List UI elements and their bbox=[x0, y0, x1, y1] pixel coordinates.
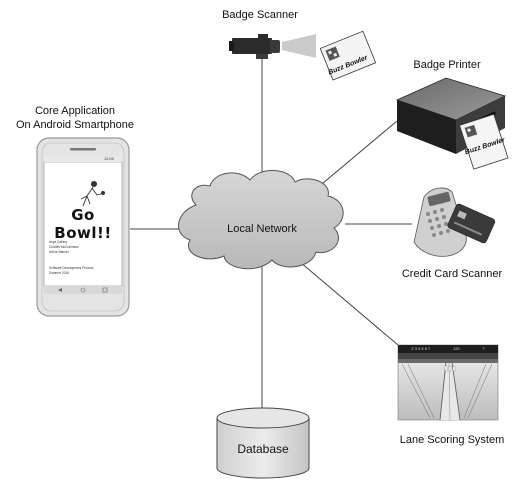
badge-scanner-label: Badge Scanner bbox=[222, 9, 298, 21]
camera-icon bbox=[229, 34, 316, 59]
printed-badge-icon bbox=[459, 113, 509, 170]
credit-card-scanner-label: Credit Card Scanner bbox=[401, 268, 503, 280]
lane-display-header: 2 3 4 5 6 7 120 7 bbox=[400, 345, 496, 353]
phone-name-2: Charles McGuinness bbox=[49, 245, 79, 249]
credit-card-icon bbox=[447, 203, 496, 244]
phone-icon bbox=[36, 137, 130, 317]
lane-header-score: 120 bbox=[452, 346, 460, 351]
lane-header-lane: 7 bbox=[482, 346, 485, 351]
database-cylinder bbox=[216, 407, 310, 479]
lane-scoring-label: Lane Scoring System bbox=[399, 434, 505, 446]
phone-status-time: 12:00 bbox=[104, 156, 115, 161]
core-app-label-line1: Core Application bbox=[34, 105, 116, 117]
lane-scoring-display-icon bbox=[397, 344, 499, 421]
link-badge-printer bbox=[309, 120, 398, 195]
core-app-label-line2: On Android Smartphone bbox=[15, 119, 135, 131]
phone-name-3: Arthur Warner bbox=[49, 250, 69, 254]
badge-card-icon bbox=[319, 30, 377, 81]
link-lane-scoring bbox=[299, 261, 399, 346]
local-network-label: Local Network bbox=[227, 223, 297, 235]
badge-printer-label: Badge Printer bbox=[413, 59, 481, 71]
phone-course: Software Development Process bbox=[49, 266, 94, 270]
phone-team-names: Anya Gallery Charles McGuinness Arthur W… bbox=[49, 240, 119, 255]
database-label: Database bbox=[237, 442, 289, 456]
phone-app-title: Go Bowl!! bbox=[54, 206, 112, 242]
phone-name-1: Anya Gallery bbox=[49, 240, 68, 244]
network-cloud bbox=[178, 170, 344, 270]
lane-header-frames: 2 3 4 5 6 7 bbox=[411, 346, 431, 351]
phone-course-info: Software Development Process Summer 2016 bbox=[49, 266, 119, 276]
phone-term: Summer 2016 bbox=[49, 271, 70, 275]
card-reader-icon bbox=[413, 187, 467, 257]
bowler-figure-icon bbox=[80, 180, 105, 207]
